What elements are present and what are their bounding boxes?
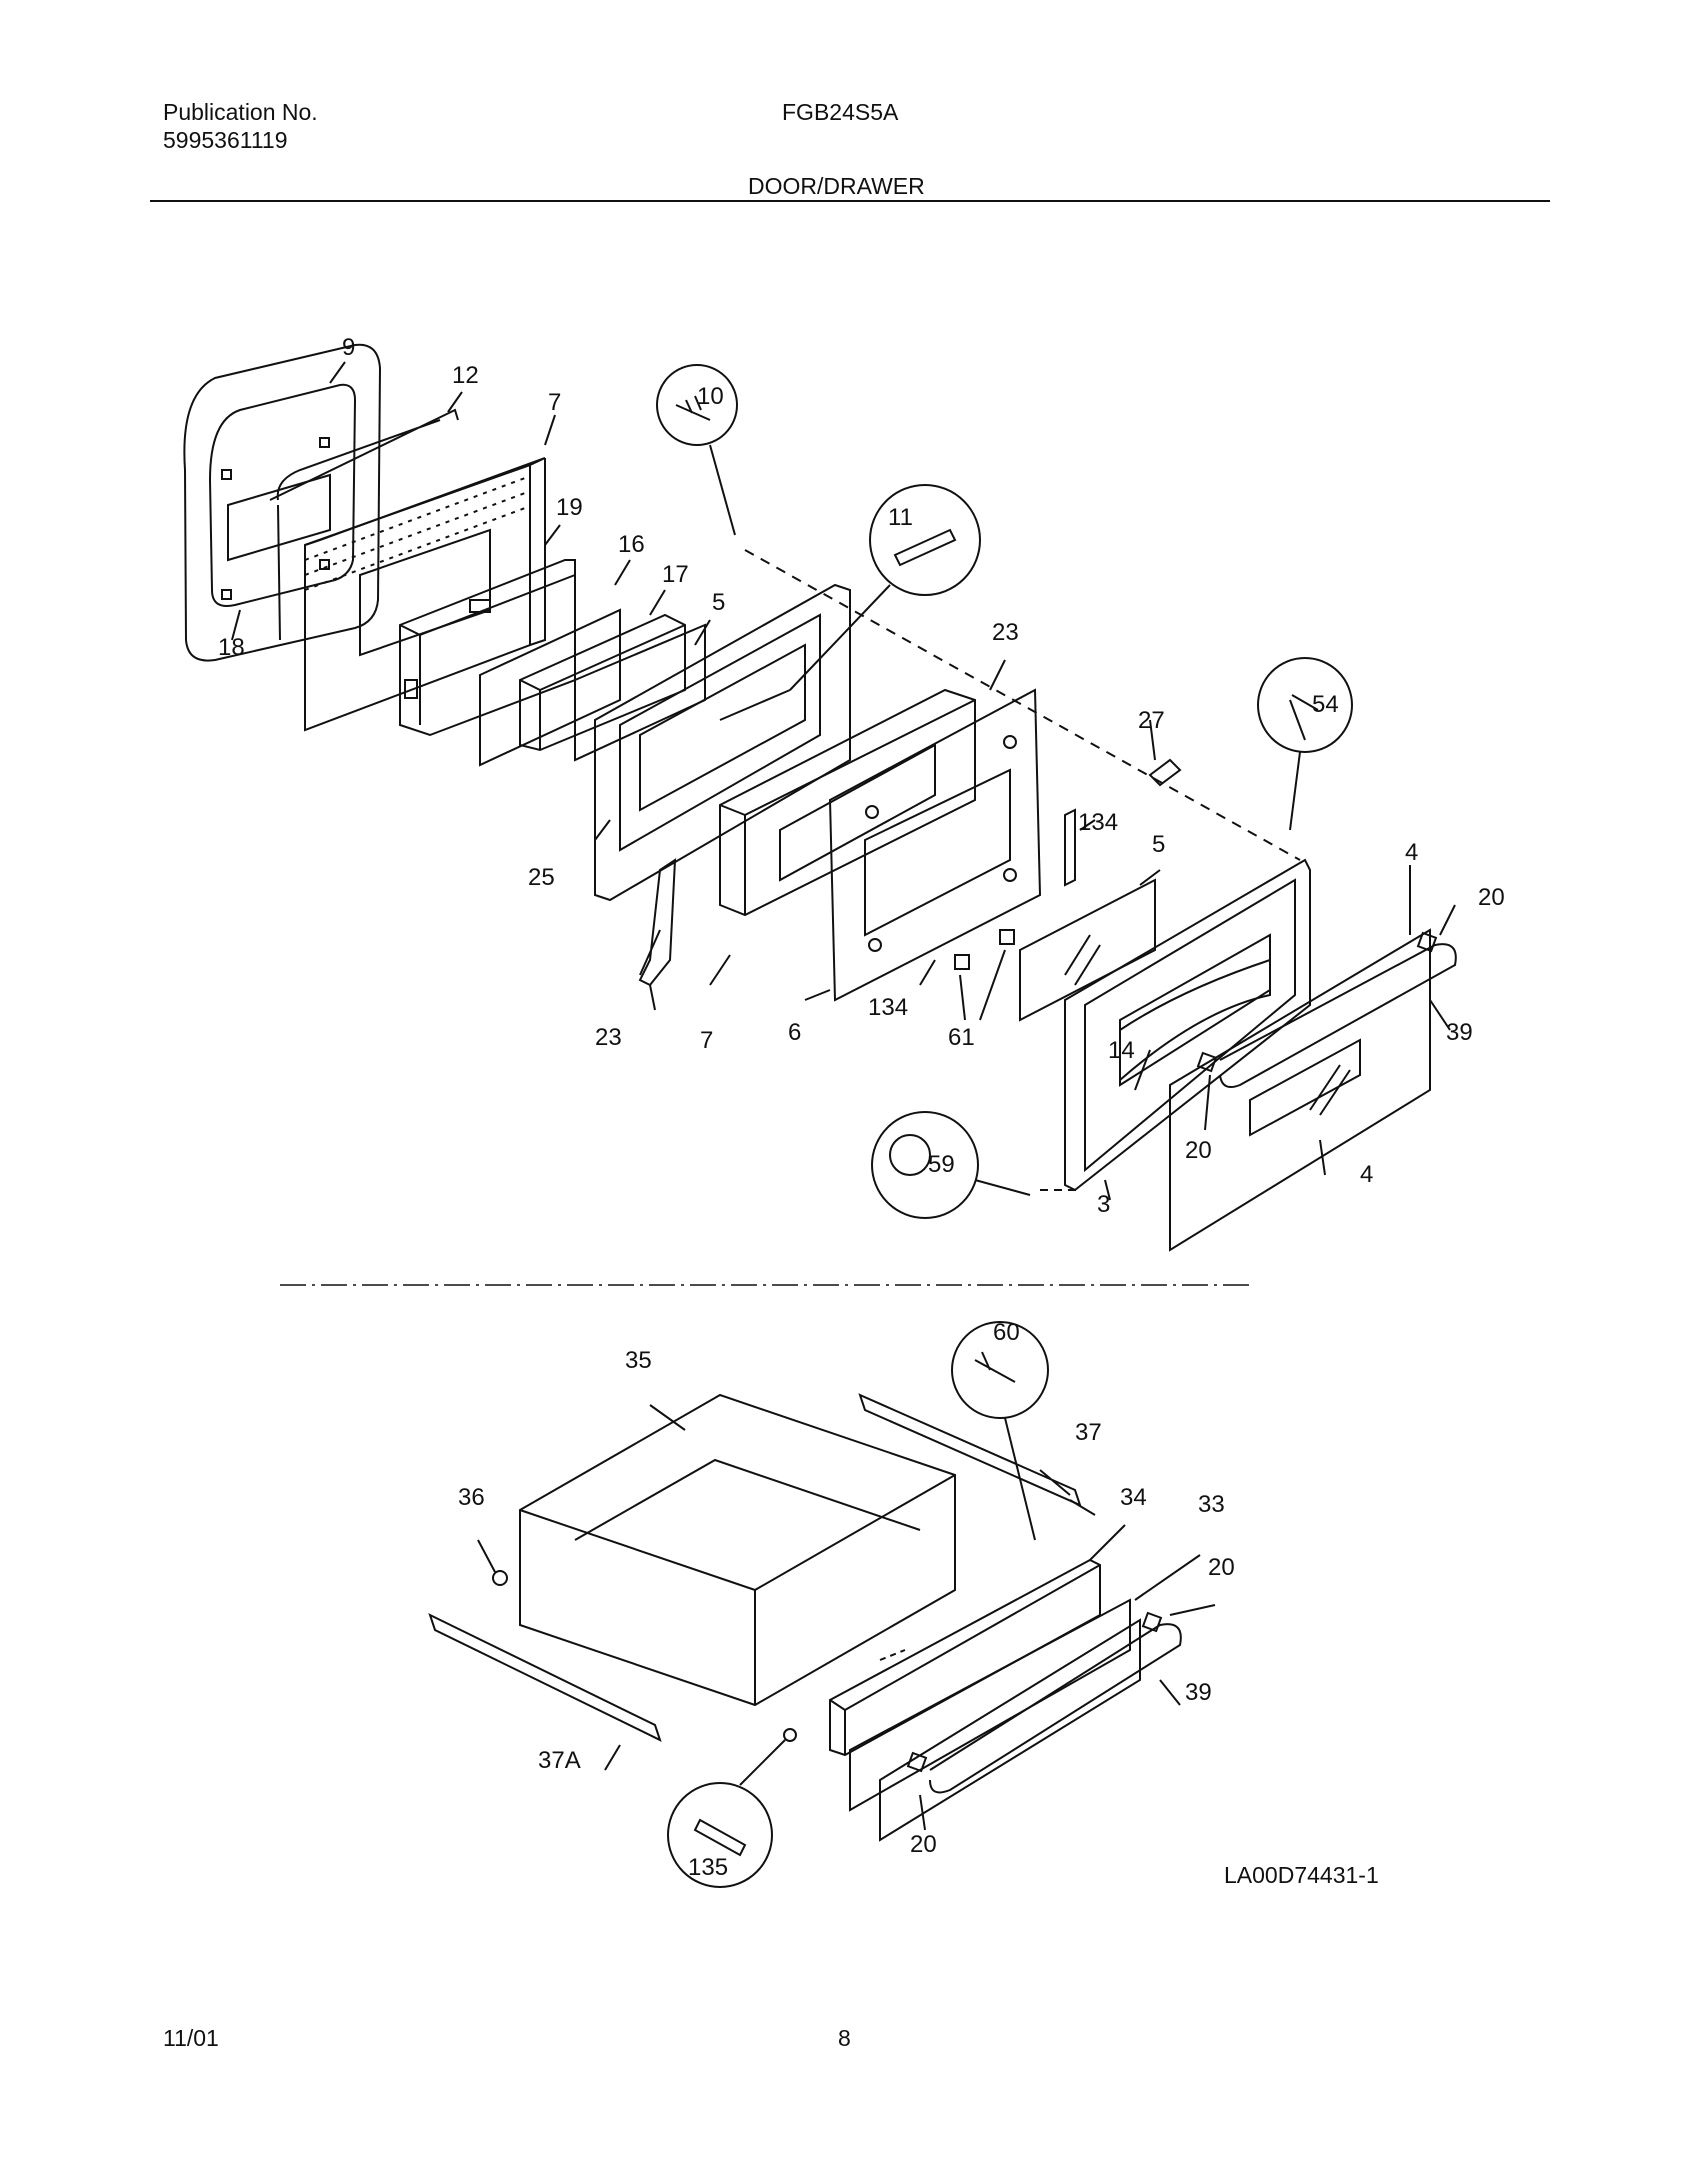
label-39b: 39 [1185,1679,1212,1706]
callout-circle-11 [869,484,981,596]
part-5-glass-lower [1019,878,1156,1022]
label-3: 3 [1097,1191,1110,1218]
part-39-handle-drawer [929,1623,1182,1794]
callout-circle-135 [667,1782,773,1888]
label-59: 59 [928,1151,955,1178]
part-37-slide-right [858,1393,1082,1507]
label-20: 20 [1478,884,1505,911]
callout-circle-10 [656,364,738,446]
part-27-tube [1148,758,1182,787]
section-title: DOOR/DRAWER [748,173,925,199]
part-34-drawer-inner [829,1558,1101,1757]
label-20b: 20 [1185,1137,1212,1164]
label-11: 11 [888,504,913,531]
label-16: 16 [618,531,645,558]
label-23: 23 [595,1024,622,1051]
label-18: 18 [218,634,245,661]
callout-circle-59 [871,1111,979,1219]
callout-circle-54 [1257,657,1353,753]
part-35-drawer-tub [519,1393,956,1707]
screw-line [744,549,1301,861]
label-20c: 20 [1208,1554,1235,1581]
publication-number: 5995361119 [163,127,288,153]
part-12-wire [269,408,459,641]
label-27: 27 [1138,707,1165,734]
part-20-endcaps-drawer [906,1611,1163,1773]
label-7: 7 [548,389,561,416]
label-37A: 37A [538,1747,581,1774]
callout-labels-door: 9 12 7 19 16 17 5 18 25 23 7 6 134 61 23… [218,334,1505,1218]
label-9: 9 [342,334,355,361]
callout-circle-60 [951,1321,1049,1419]
part-36-bumper [492,1570,508,1586]
part-135-stop [783,1728,797,1742]
part-7-insulation-top [304,457,546,732]
label-134b: 134 [1078,809,1118,836]
label-7b: 7 [700,1027,713,1054]
label-12: 12 [452,362,479,389]
label-37: 37 [1075,1419,1102,1446]
label-19: 19 [556,494,583,521]
part-16-gasket [479,608,621,767]
model-number: FGB24S5A [782,99,899,125]
label-4: 4 [1405,839,1418,866]
label-35: 35 [625,1347,652,1374]
part-134-clip [1064,808,1076,887]
part-61-spacers [954,929,1015,970]
label-36: 36 [458,1484,485,1511]
part-9-gasket-frame [183,343,382,662]
label-10: 10 [697,383,724,410]
part-4-outer-panel [1169,928,1431,1252]
label-135: 135 [688,1854,728,1881]
label-134: 134 [868,994,908,1021]
label-25: 25 [528,864,555,891]
diagram-code: LA00D74431-1 [1224,1862,1379,1888]
label-34: 34 [1120,1484,1147,1511]
label-4b: 4 [1360,1161,1373,1188]
part-25-inner-door [594,583,851,902]
label-60: 60 [993,1319,1020,1346]
label-5: 5 [712,589,725,616]
part-7-insulation-mid [719,688,976,917]
page-number: 8 [838,2025,851,2051]
part-6-door-liner [828,688,1042,1002]
part-37A-slide-left [428,1613,662,1742]
label-39: 39 [1446,1019,1473,1046]
part-39-handle-door [1219,943,1457,1088]
label-20d: 20 [910,1831,937,1858]
part-19-shield-box [399,559,576,737]
label-54: 54 [1312,691,1339,718]
header-rule [150,200,1550,202]
part-33-drawer-panel [849,1598,1141,1842]
label-14: 14 [1108,1037,1135,1064]
footer-date: 11/01 [163,2025,219,2051]
callout-labels-drawer: 35 60 37 36 34 33 20 39 37A 135 20 [458,1319,1235,1881]
label-33: 33 [1198,1491,1225,1518]
label-61: 61 [948,1024,975,1051]
label-23b: 23 [992,619,1019,646]
part-14-window [1119,958,1271,1083]
part-20-endcaps-door [1196,931,1438,1073]
label-6: 6 [788,1019,801,1046]
publication-label: Publication No. [163,99,318,125]
label-17: 17 [662,561,689,588]
label-5b: 5 [1152,831,1165,858]
